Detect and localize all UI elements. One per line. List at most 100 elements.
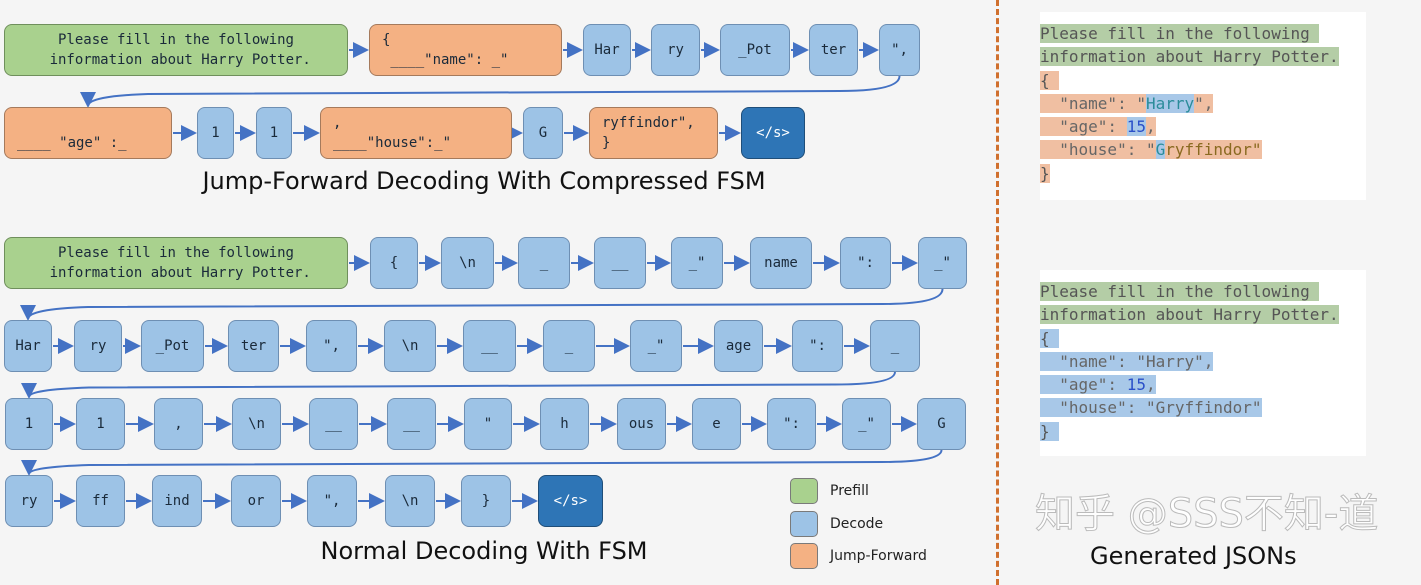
json-line: {	[1040, 327, 1366, 350]
token-jump: { ____"name": _"	[369, 24, 562, 76]
token-decode: ":	[792, 320, 843, 372]
token-decode: e	[692, 398, 741, 450]
json-segment-jump: "house": "	[1040, 140, 1156, 160]
json-line: "house": "Gryffindor"	[1040, 138, 1366, 161]
token-decode: G	[917, 398, 966, 450]
row-wrap-arrow	[20, 288, 944, 321]
json-line: }	[1040, 162, 1366, 185]
token-decode: 1	[5, 398, 53, 450]
token-decode: _"	[918, 237, 967, 289]
token-decode: \n	[232, 398, 281, 450]
legend-label-decode: Decode	[830, 516, 884, 532]
json-line: "age": 15,	[1040, 115, 1366, 138]
json-line: information about Harry Potter.	[1040, 45, 1366, 68]
token-decode: ry	[5, 475, 53, 527]
token-decode: }	[461, 475, 511, 527]
jump-forward-title: Jump-Forward Decoding With Compressed FS…	[202, 167, 766, 195]
token-decode: __	[463, 320, 516, 372]
json-segment-prefill: information about Harry Potter.	[1040, 305, 1339, 325]
json-panel-jump-forward: Please fill in the following information…	[1040, 12, 1366, 200]
json-line: Please fill in the following	[1040, 22, 1366, 45]
json-panel-normal: Please fill in the following information…	[1040, 270, 1366, 456]
token-decode: ff	[76, 475, 125, 527]
token-jump: , ____"house":_"	[320, 107, 512, 159]
json-segment-decode: "name": "Harry",	[1040, 351, 1214, 371]
token-decode: _	[870, 320, 920, 372]
token-decode: \n	[441, 237, 494, 289]
json-line: "name": "Harry",	[1040, 350, 1366, 373]
json-segment-jump: "name": "	[1040, 93, 1146, 113]
section-divider	[996, 0, 999, 585]
row-wrap-arrow	[80, 75, 901, 108]
token-decode: ",	[307, 475, 357, 527]
json-segment-decode: Harry	[1145, 93, 1195, 113]
token-decode: {	[370, 237, 418, 289]
token-jump: ____ "age" :_	[4, 107, 172, 159]
json-line: {	[1040, 69, 1366, 92]
token-decode: \n	[384, 320, 436, 372]
json-segment-jump: "age":	[1040, 117, 1127, 137]
token-decode: _"	[630, 320, 682, 372]
token-decode: "	[464, 398, 512, 450]
row-wrap-arrow	[21, 449, 943, 476]
json-line: "age": 15,	[1040, 373, 1366, 396]
token-eos: </s>	[741, 107, 805, 159]
json-segment-prefill: information about Harry Potter.	[1040, 47, 1339, 67]
token-decode: ,	[154, 398, 203, 450]
json-segment-decode: 15	[1126, 375, 1146, 395]
token-decode: ry	[651, 24, 700, 76]
token-prefill: Please fill in the following information…	[4, 24, 348, 76]
generated-jsons-title: Generated JSONs	[1090, 542, 1297, 570]
json-segment-jump: {	[1040, 70, 1060, 90]
token-decode: _	[543, 320, 595, 372]
token-decode: Har	[4, 320, 52, 372]
token-decode: _"	[671, 237, 723, 289]
json-segment-prefill: Please fill in the following	[1040, 282, 1320, 301]
token-decode: 1	[197, 107, 234, 159]
token-decode: name	[750, 237, 812, 289]
legend-label-prefill: Prefill	[830, 483, 869, 499]
json-line: information about Harry Potter.	[1040, 303, 1366, 326]
normal-decoding-title: Normal Decoding With FSM	[320, 537, 648, 565]
token-decode: __	[387, 398, 436, 450]
token-prefill: Please fill in the following information…	[4, 237, 348, 289]
token-decode: _Pot	[141, 320, 204, 372]
json-segment-decode: {	[1040, 328, 1060, 348]
json-segment-decode: "age":	[1040, 375, 1127, 395]
legend-swatch-jump-forward	[790, 543, 818, 569]
token-decode: _Pot	[720, 24, 790, 76]
json-line: "house": "Gryffindor"	[1040, 396, 1366, 419]
json-segment-jump: ",	[1194, 93, 1214, 113]
token-decode: __	[309, 398, 358, 450]
token-decode: ind	[152, 475, 202, 527]
legend-swatch-prefill	[790, 478, 818, 504]
token-decode: __	[594, 237, 646, 289]
json-line: "name": "Harry",	[1040, 92, 1366, 115]
token-decode: or	[231, 475, 281, 527]
token-decode: h	[540, 398, 589, 450]
token-jump: ryffindor", }	[589, 107, 718, 159]
json-segment-jump: ,	[1145, 117, 1156, 137]
json-line: Please fill in the following	[1040, 280, 1366, 303]
json-segment-jump: ryffindor"	[1165, 140, 1262, 160]
json-segment-decode: ,	[1145, 375, 1156, 395]
token-decode: ter	[809, 24, 858, 76]
legend-label-jump-forward: Jump-Forward	[830, 548, 927, 564]
token-decode: 1	[76, 398, 125, 450]
json-segment-decode: }	[1040, 421, 1060, 441]
token-decode: ter	[228, 320, 279, 372]
json-segment-decode: G	[1155, 140, 1166, 160]
token-eos: </s>	[538, 475, 603, 527]
token-decode: G	[523, 107, 563, 159]
token-decode: ":	[840, 237, 891, 289]
legend-swatch-decode	[790, 511, 818, 537]
token-decode: \n	[385, 475, 435, 527]
token-decode: Har	[583, 24, 631, 76]
json-segment-decode: 15	[1126, 117, 1146, 137]
token-decode: _	[518, 237, 570, 289]
token-decode: age	[714, 320, 763, 372]
token-decode: 1	[256, 107, 292, 159]
token-decode: _"	[842, 398, 891, 450]
token-decode: ":	[767, 398, 816, 450]
